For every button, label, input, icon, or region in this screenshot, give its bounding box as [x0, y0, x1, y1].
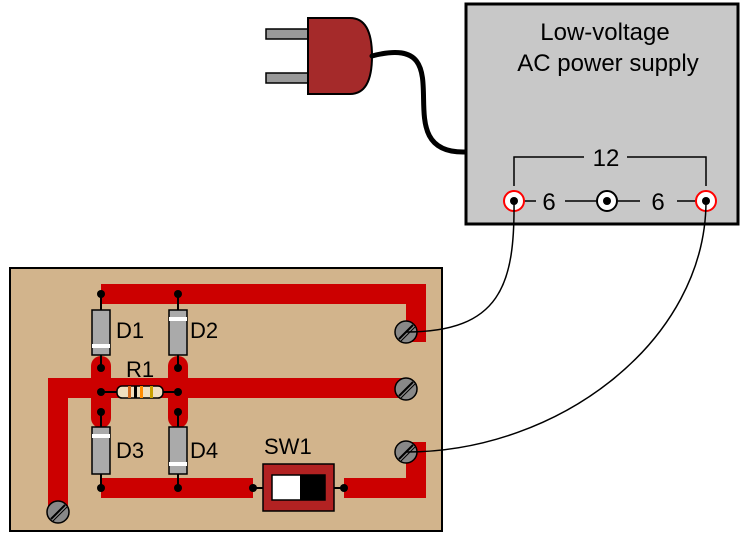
power-plug	[265, 17, 374, 95]
label-d1: D1	[116, 318, 144, 343]
tap-bracket-left	[513, 156, 584, 186]
supply-title-line1: Low-voltage	[540, 19, 669, 46]
power-supply: Low-voltage AC power supply 12 6 6	[464, 2, 740, 226]
resistor-r1	[116, 385, 164, 399]
diode-d4	[168, 426, 188, 475]
label-r1: R1	[126, 357, 154, 382]
switch-actuator[interactable]	[300, 475, 325, 500]
trace-middle	[48, 378, 406, 512]
terminal-center-tap[interactable]	[596, 190, 618, 212]
wire-left-terminal-to-screw-1[interactable]	[405, 200, 515, 333]
supply-title-line2: AC power supply	[517, 50, 698, 77]
label-sw1: SW1	[264, 434, 312, 459]
diode-d3	[91, 426, 111, 475]
tap-bracket-right	[627, 156, 707, 186]
label-d4: D4	[190, 438, 218, 463]
label-d2: D2	[190, 318, 218, 343]
tap-label-6-right: 6	[651, 189, 664, 216]
wire-right-terminal-to-screw-3[interactable]	[405, 200, 707, 453]
plug-prong-bottom	[265, 72, 311, 84]
screw-terminal-2[interactable]	[394, 377, 418, 401]
diode-d2	[168, 309, 188, 356]
plug-body	[307, 17, 374, 95]
tap-label-12: 12	[593, 145, 620, 172]
plug-prong-top	[265, 28, 311, 40]
screw-terminal-4[interactable]	[46, 500, 70, 524]
switch-sw1[interactable]	[253, 463, 344, 512]
label-d3: D3	[116, 438, 144, 463]
power-supply-box	[464, 2, 740, 226]
diode-d1	[91, 309, 111, 356]
power-cord	[369, 49, 469, 155]
tap-label-6-left: 6	[542, 189, 555, 216]
